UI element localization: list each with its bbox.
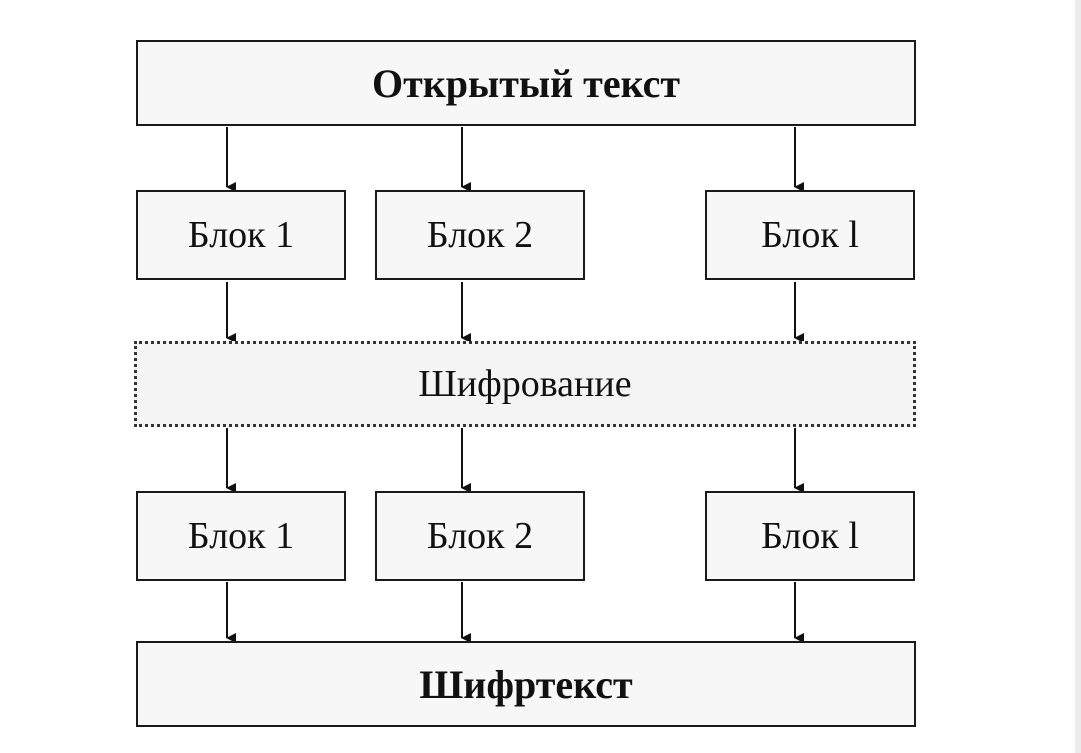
block-label: Блок 2 <box>426 515 534 557</box>
plain-block-2: Блок 2 <box>375 190 585 280</box>
block-label: Блок 1 <box>187 214 295 256</box>
plaintext-label: Открытый текст <box>371 60 681 106</box>
arrows-plaintext-to-blocks <box>226 127 804 192</box>
plain-block-1: Блок 1 <box>136 190 346 280</box>
block-label: Блок l <box>761 214 859 256</box>
page-edge <box>1075 0 1081 753</box>
cipher-block-1: Блок 1 <box>136 491 346 581</box>
block-label: Блок 1 <box>187 515 295 557</box>
arrows-blocks-to-ciphertext <box>226 582 804 643</box>
cipher-block-2: Блок 2 <box>375 491 585 581</box>
plain-block-l: Блок l <box>705 190 915 280</box>
block-label: Блок 2 <box>426 214 534 256</box>
encryption-box: Шифрование <box>134 341 916 427</box>
plaintext-box: Открытый текст <box>136 40 916 126</box>
encryption-label: Шифрование <box>418 363 632 405</box>
ciphertext-box: Шифртекст <box>136 641 916 727</box>
ciphertext-label: Шифртекст <box>419 661 633 707</box>
cipher-block-l: Блок l <box>705 491 915 581</box>
arrows-encryption-to-blocks <box>226 428 804 493</box>
arrows-blocks-to-encryption <box>226 282 804 343</box>
block-label: Блок l <box>761 515 859 557</box>
